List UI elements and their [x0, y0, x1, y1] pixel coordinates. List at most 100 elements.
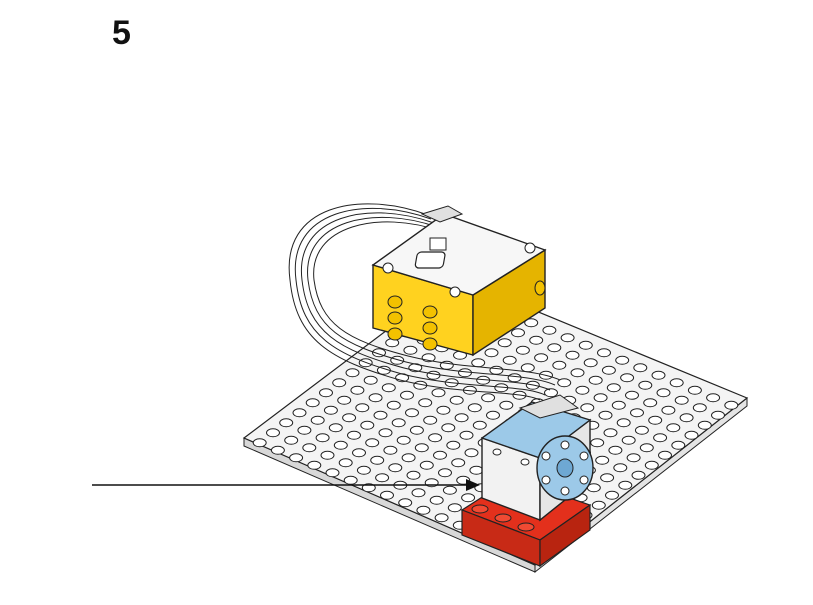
- baseplate-stud: [606, 383, 621, 393]
- motor-pin-hole: [520, 458, 530, 466]
- baseplate-stud: [447, 503, 462, 513]
- baseplate-stud: [279, 418, 294, 428]
- baseplate-stud: [338, 458, 353, 468]
- baseplate-stud: [307, 460, 322, 470]
- baseplate-stud: [433, 450, 447, 460]
- baseplate-stud: [692, 403, 707, 413]
- baseplate-stud: [458, 368, 472, 378]
- baseplate-stud: [396, 435, 411, 445]
- baseplate-stud: [431, 388, 446, 398]
- motor-top: [480, 401, 592, 459]
- baseplate-stud: [467, 403, 482, 413]
- cable: [288, 203, 561, 401]
- baseplate-stud: [687, 385, 702, 395]
- baseplate-stud: [406, 470, 421, 480]
- baseplate-stud: [411, 488, 426, 498]
- baseplate-stud: [461, 493, 476, 503]
- baseplate-stud: [630, 408, 644, 418]
- baseplate-stud: [656, 388, 671, 398]
- baseplate-stud: [613, 463, 628, 473]
- baseplate-stud: [429, 495, 444, 505]
- baseplate-stud: [315, 433, 330, 443]
- baseplate-stud: [575, 385, 590, 395]
- baseplate-stud: [252, 438, 267, 448]
- baseplate-stud: [600, 473, 615, 483]
- hub-pin-holes: [387, 280, 546, 351]
- baseplate-stud: [605, 490, 619, 500]
- baseplate-stud: [565, 350, 580, 360]
- baseplate-stud: [441, 423, 456, 433]
- baseplate-stud: [633, 363, 648, 373]
- baseplate-stud: [403, 345, 418, 355]
- baseplate-stud: [489, 365, 504, 375]
- baseplate-stud: [459, 430, 474, 440]
- baseplate-stud: [409, 425, 424, 435]
- hub-top: [371, 213, 547, 296]
- baseplate-stud: [486, 410, 500, 420]
- baseplate-stud: [618, 480, 633, 490]
- baseplate-stud: [469, 465, 484, 475]
- baseplate-stud: [320, 450, 335, 460]
- baseplate-stud: [310, 415, 325, 425]
- red-brick-side: [539, 503, 591, 568]
- baseplate-stud: [378, 428, 393, 438]
- motor-rotor-center: [556, 458, 574, 478]
- baseplate-stud: [588, 375, 603, 385]
- baseplate-stud: [388, 463, 403, 473]
- baseplate-stud: [333, 440, 348, 450]
- arrow-icon: [92, 479, 480, 491]
- baseplate-stud: [356, 465, 371, 475]
- baseplate-stud: [328, 423, 343, 433]
- baseplate-stud: [634, 425, 649, 435]
- motor-rotor-holes: [541, 440, 589, 496]
- baseplate-stud: [266, 428, 280, 438]
- baseplate-stud: [375, 473, 390, 483]
- baseplate-stud: [305, 398, 320, 408]
- baseplate-stud: [583, 358, 598, 368]
- baseplate-stud: [419, 460, 434, 470]
- baseplate-stud: [363, 375, 378, 385]
- step-number: 5: [112, 14, 131, 52]
- baseplate-stud: [319, 388, 333, 398]
- baseplate-stud: [297, 425, 312, 435]
- baseplate-stud: [381, 383, 396, 393]
- baseplate-stud: [464, 448, 479, 458]
- baseplate-stud: [524, 318, 539, 328]
- baseplate-stud: [511, 328, 525, 338]
- baseplate-stud: [386, 400, 401, 410]
- baseplate-stud: [368, 393, 383, 403]
- baseplate-stud: [418, 398, 433, 408]
- baseplate-stud: [658, 450, 672, 460]
- baseplate-stud: [390, 355, 405, 365]
- baseplate-stud: [332, 378, 347, 388]
- baseplate-stud: [598, 410, 613, 420]
- baseplate-stud: [520, 363, 535, 373]
- baseplate-stud: [697, 420, 712, 430]
- baseplate-stud: [502, 355, 517, 365]
- baseplate-stud: [593, 393, 608, 403]
- motor-pin-hole: [492, 448, 502, 456]
- hub-icon: [371, 205, 547, 357]
- baseplate-stud: [360, 420, 375, 430]
- red-brick-stud: [517, 522, 535, 532]
- baseplate-stud: [398, 498, 413, 508]
- baseplate-stud: [337, 395, 352, 405]
- baseplate-stud: [620, 373, 635, 383]
- baseplate-stud: [436, 405, 451, 415]
- baseplate-stud: [529, 335, 544, 345]
- baseplate-stud: [449, 395, 464, 405]
- baseplate-stud: [611, 400, 626, 410]
- baseplate-stud: [515, 345, 530, 355]
- baseplate-stud: [454, 413, 469, 423]
- hub-speaker-grille: [429, 237, 447, 251]
- baseplate-stud: [323, 405, 338, 415]
- baseplate-stud: [302, 443, 317, 453]
- baseplate-stud: [343, 475, 358, 485]
- baseplate-stud: [472, 420, 487, 430]
- baseplate-stud: [361, 483, 376, 493]
- baseplate-stud: [405, 408, 419, 418]
- baseplate-stud: [706, 393, 721, 403]
- baseplate-stud: [442, 485, 457, 495]
- motor-icon: [480, 394, 594, 522]
